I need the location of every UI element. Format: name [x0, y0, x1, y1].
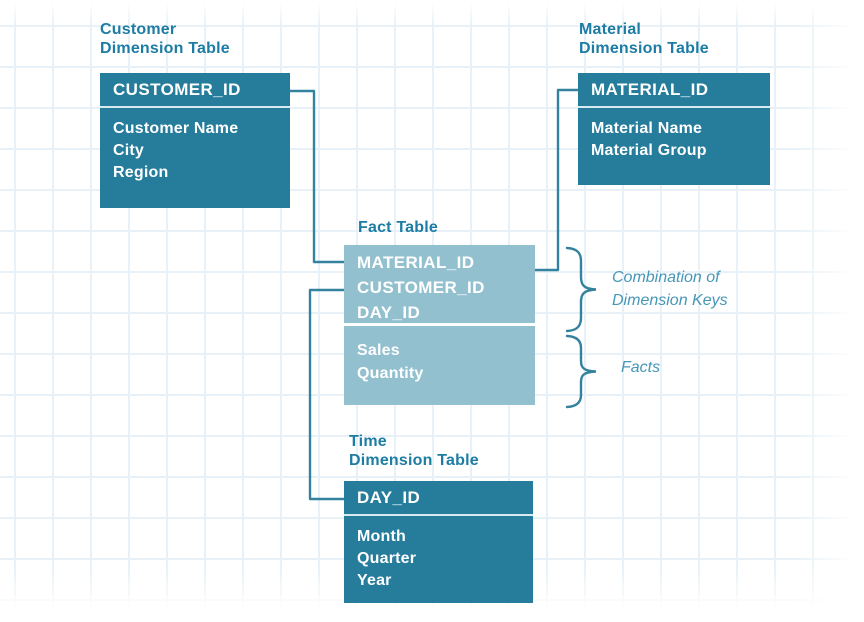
- fact-to-time-connector: [308, 288, 344, 501]
- fact-key-fields: MATERIAL_ID CUSTOMER_ID DAY_ID: [344, 245, 535, 326]
- facts-annotation: Facts: [621, 356, 660, 379]
- time-field: Month: [357, 528, 406, 545]
- customer-field: Region: [113, 164, 169, 181]
- customer-key-field: CUSTOMER_ID: [100, 73, 290, 108]
- customer-title-line2: Dimension Table: [100, 40, 230, 57]
- customer-table: CUSTOMER_ID Customer Name City Region: [100, 73, 290, 208]
- fact-measure-fields: Sales Quantity: [344, 326, 535, 385]
- time-fields: Month Quarter Year: [344, 516, 533, 592]
- material-table: MATERIAL_ID Material Name Material Group: [578, 73, 770, 185]
- time-table: DAY_ID Month Quarter Year: [344, 481, 533, 603]
- customer-to-fact-connector: [290, 89, 344, 264]
- fact-measure-field: Quantity: [357, 365, 424, 382]
- fact-measure-field: Sales: [357, 342, 400, 359]
- time-field: Year: [357, 572, 392, 589]
- material-fields: Material Name Material Group: [578, 108, 770, 162]
- material-field: Material Group: [591, 142, 707, 159]
- dimension-keys-annotation-line1: Combination of: [612, 269, 720, 286]
- material-to-fact-connector: [535, 88, 578, 272]
- fact-table-title: Fact Table: [358, 218, 438, 237]
- dimension-keys-annotation: Combination of Dimension Keys: [612, 266, 728, 312]
- time-field: Quarter: [357, 550, 417, 567]
- material-title-line2: Dimension Table: [579, 40, 709, 57]
- material-title-line1: Material: [579, 21, 642, 38]
- time-table-title: Time Dimension Table: [349, 432, 479, 470]
- fact-key-field: DAY_ID: [357, 303, 421, 322]
- time-title-line1: Time: [349, 433, 387, 450]
- fact-title-line1: Fact Table: [358, 219, 438, 236]
- fact-key-field: CUSTOMER_ID: [357, 278, 485, 297]
- material-key-field: MATERIAL_ID: [578, 73, 770, 108]
- customer-field: City: [113, 142, 145, 159]
- customer-title-line1: Customer: [100, 21, 177, 38]
- time-key-field: DAY_ID: [344, 481, 533, 516]
- dimension-keys-annotation-line2: Dimension Keys: [612, 292, 728, 309]
- time-title-line2: Dimension Table: [349, 452, 479, 469]
- dimension-keys-brace: [565, 246, 597, 333]
- customer-fields: Customer Name City Region: [100, 108, 290, 184]
- facts-annotation-line1: Facts: [621, 359, 661, 376]
- material-table-title: Material Dimension Table: [579, 20, 709, 58]
- facts-brace: [565, 334, 597, 409]
- material-field: Material Name: [591, 120, 703, 137]
- fact-key-field: MATERIAL_ID: [357, 253, 475, 272]
- fact-table: MATERIAL_ID CUSTOMER_ID DAY_ID Sales Qua…: [344, 245, 535, 405]
- customer-table-title: Customer Dimension Table: [100, 20, 230, 58]
- customer-field: Customer Name: [113, 120, 239, 137]
